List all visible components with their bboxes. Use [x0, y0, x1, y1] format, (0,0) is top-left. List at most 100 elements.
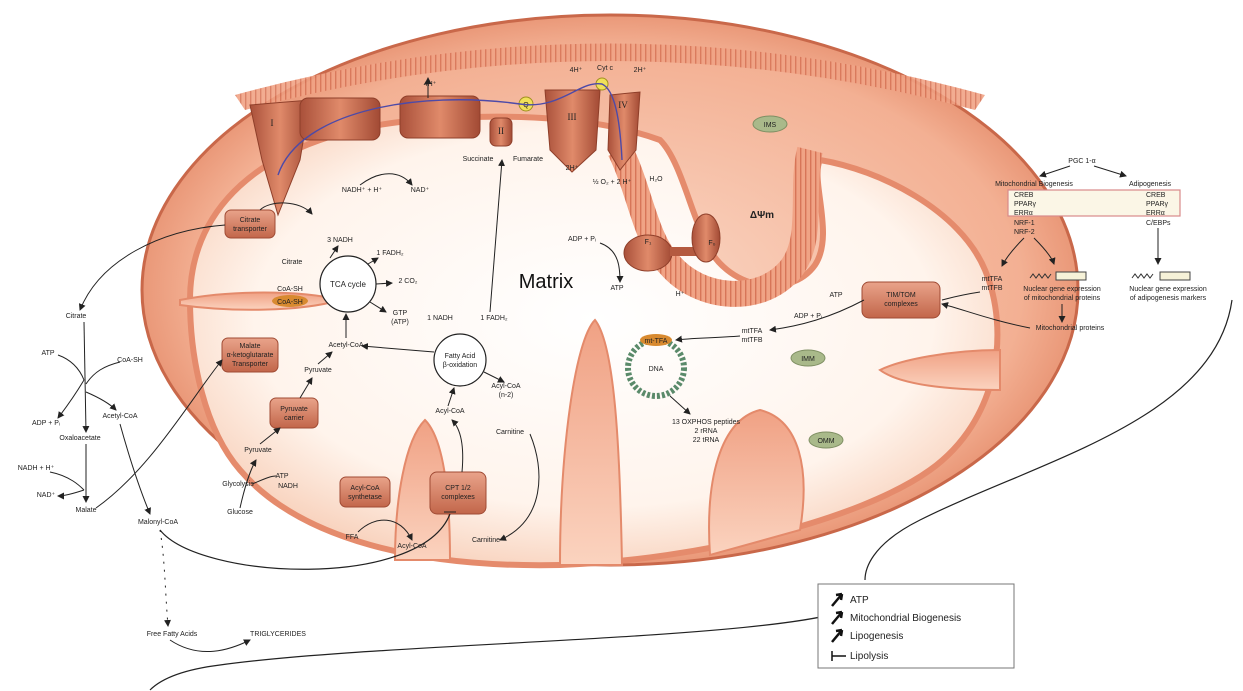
cyto-oxaloacetate: Oxaloacetate [59, 435, 100, 442]
cyto-nadh-h: NADH + H⁺ [18, 465, 55, 472]
fa-cycle-sub: β-oxidation [443, 362, 477, 369]
acyl-coa-synthetase-l1: Acyl-CoA [350, 485, 380, 492]
fumarate-label: Fumarate [513, 156, 543, 163]
cyto-glycolysis: Glycolysis [222, 481, 254, 488]
tim-tom-complexes [862, 282, 940, 318]
dna-mttfb: mtTFB [742, 337, 763, 344]
f0-label: F₀ [708, 240, 715, 247]
h4-label-2: 4H⁺ [570, 67, 583, 74]
cyto-carnitine: Carnitine [472, 537, 500, 544]
imm-label: IMM [801, 356, 815, 363]
mttfa-tag: mt-TFA [645, 338, 668, 345]
acyl-coa-synthetase-l2: synthetase [348, 494, 382, 501]
complex-iii-label: III [568, 112, 577, 122]
legend-connector-bottom [150, 600, 865, 690]
cytochrome-c-label: Cyt c [597, 65, 613, 72]
cyto-free-fatty-acids: Free Fatty Acids [147, 631, 198, 638]
f1-label: F₁ [645, 239, 652, 246]
tca-nadh3: 3 NADH [327, 237, 353, 244]
legend-mito-biogenesis-label: Mitochondrial Biogenesis [850, 613, 961, 624]
citrate-transporter [225, 210, 275, 238]
fa-acyl-coa-n2: Acyl-CoA [491, 383, 521, 390]
tca-fadh2: 1 FADH₂ [376, 250, 404, 257]
tca-citrate: Citrate [282, 259, 303, 266]
pgc-nuclear-adipo-2: of adipogenesis markers [1130, 295, 1207, 302]
citrate-transporter-l1: Citrate [240, 217, 261, 224]
legend-item-mito-biogenesis: Mitochondrial Biogenesis [832, 612, 961, 624]
cyto-acetyl-coa: Acetyl-CoA [102, 413, 137, 420]
legend-box [818, 584, 1014, 668]
h-plus-label: H⁺ [676, 291, 685, 298]
pgc-mito-factor-5: NRF-2 [1014, 229, 1035, 236]
legend-lipogenesis-label: Lipogenesis [850, 631, 903, 642]
fa-acyl-coa-n2-sub: (n-2) [499, 392, 514, 399]
tca-coa-sh-1: CoA-SH [277, 286, 303, 293]
dna-product-3: 22 tRNA [693, 437, 720, 444]
membrane-potential-label: ΔΨm [750, 210, 774, 221]
pyruvate-carrier-l2: carrier [284, 415, 305, 422]
cpt-complexes-l1: CPT 1/2 [445, 485, 471, 492]
cyto-glucose: Glucose [227, 509, 253, 516]
cyto-nadh: NADH [278, 483, 298, 490]
nadh-h-label: NADH⁺ + H⁺ [342, 187, 383, 194]
pgc-adipo-heading: Adipogenesis [1129, 181, 1172, 188]
omm-label: OMM [817, 438, 834, 445]
fa-carnitine: Carnitine [496, 429, 524, 436]
pgc-mito-heading: Mitochondrial Biogenesis [995, 181, 1073, 188]
cyto-adp-pi: ADP + Pᵢ [32, 420, 60, 427]
matrix-label: Matrix [519, 271, 573, 293]
tca-cycle-label: TCA cycle [330, 280, 367, 289]
cyto-triglycerides: TRIGLYCERIDES [250, 631, 306, 638]
pgc-mito-factor-3: ERRα [1014, 210, 1033, 217]
ims-label: IMS [764, 122, 777, 129]
pyruvate-carrier-l1: Pyruvate [280, 406, 308, 413]
cyto-nad: NAD⁺ [37, 492, 56, 499]
cyto-atp: ATP [41, 350, 54, 357]
dna-product-2: 2 rRNA [695, 428, 718, 435]
tim-tom-l2: complexes [884, 301, 918, 308]
atp-label: ATP [610, 285, 623, 292]
legend-lipolysis-label: Lipolysis [850, 651, 888, 662]
pgc-mito-factor-4: NRF-1 [1014, 220, 1035, 227]
tca-co2: 2 CO₂ [398, 278, 417, 285]
pgc-mttfb: mtTFB [982, 285, 1003, 292]
adipo-gene-bar [1160, 272, 1190, 280]
ubiquinone-label: Q [523, 102, 529, 109]
cyto-citrate: Citrate [66, 313, 87, 320]
nad-label: NAD⁺ [411, 187, 430, 194]
pyruvate-carrier [270, 398, 318, 428]
citrate-transporter-l2: transporter [233, 226, 268, 233]
h2-bottom-label: 2H⁺ [566, 165, 579, 172]
pgc-mito-factor-1: CREB [1014, 192, 1034, 199]
fa-cycle-label: Fatty Acid [445, 353, 476, 360]
dna-mttfa: mtTFA [742, 328, 763, 335]
malate-transporter-l3: Transporter [232, 361, 269, 368]
h2-top-label: 2H⁺ [634, 67, 647, 74]
tca-acetyl-coa: Acetyl-CoA [328, 342, 363, 349]
pgc-nuclear-mito-1: Nuclear gene expression [1023, 286, 1101, 293]
complex-i-label: I [271, 118, 274, 128]
fa-acyl-coa: Acyl-CoA [435, 408, 465, 415]
tim-tom-l1: TIM/TOM [886, 292, 916, 299]
cyto-atp2: ATP [275, 473, 288, 480]
tca-gtp: GTP [393, 310, 408, 317]
complex-ii-label: II [498, 126, 504, 136]
pgc-adipo-factor-1: CREB [1146, 192, 1166, 199]
complex-iv-label: IV [618, 100, 628, 110]
fa-nadh1: 1 NADH [427, 315, 453, 322]
dna-label: DNA [649, 366, 664, 373]
fa-fadh1: 1 FADH₂ [480, 315, 508, 322]
pgc-adipo-factor-3: ERRα [1146, 210, 1165, 217]
cyto-malonyl-coa: Malonyl-CoA [138, 519, 178, 526]
adipo-gene-icon [1132, 274, 1153, 278]
cpt-complexes-l2: complexes [441, 494, 475, 501]
malate-transporter-l2: α-ketoglutarate [227, 352, 274, 359]
dna-atp: ATP [829, 292, 842, 299]
cpt-complexes [430, 472, 486, 514]
cyto-pyruvate: Pyruvate [244, 447, 272, 454]
dna-product-1: 13 OXPHOS peptides [672, 419, 741, 426]
malate-transporter-l1: Malate [239, 343, 260, 350]
atp-synthase-f0 [692, 214, 720, 262]
h4-label-1: 4H⁺ [424, 81, 437, 88]
